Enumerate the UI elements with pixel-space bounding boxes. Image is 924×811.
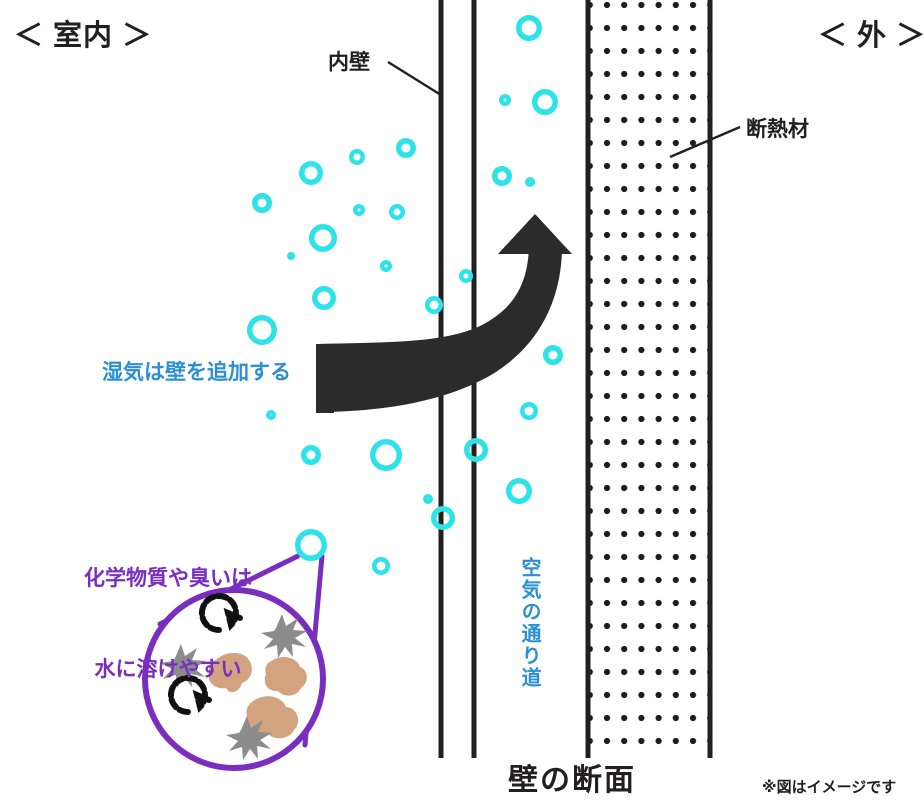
odor-blob	[264, 656, 307, 696]
airflow-arrow-head	[498, 214, 572, 254]
moisture-bubble	[299, 161, 323, 185]
insulation-leader-line	[669, 125, 741, 159]
moisture-bubble	[520, 402, 538, 420]
chemicals-annotation: 化学物質や臭いは 水に溶けやすい	[84, 503, 252, 747]
moisture-bubble	[370, 439, 402, 471]
outdoor-side-label: ＜ 外 ＞	[818, 20, 924, 52]
moisture-bubble	[266, 410, 276, 420]
moisture-bubble	[532, 89, 558, 115]
moisture-bubble	[252, 193, 272, 213]
moisture-bubble	[492, 166, 512, 186]
moisture-bubble	[396, 138, 416, 158]
moisture-bubble	[247, 315, 277, 345]
moisture-bubble	[425, 296, 443, 314]
inner-wall-leader-line	[387, 60, 442, 97]
moisture-bubble	[353, 204, 365, 216]
moisture-bubble	[506, 478, 532, 504]
moisture-bubble	[349, 149, 365, 165]
moisture-bubble	[464, 438, 488, 462]
insulation-callout-label: 断熱材	[746, 118, 809, 141]
indoor-side-label: ＜ 室内 ＞	[14, 20, 153, 52]
air-passage-label: 空気の通り道	[518, 557, 540, 689]
moisture-bubble	[295, 529, 327, 561]
moisture-bubble	[431, 506, 455, 530]
moisture-bubble	[301, 445, 321, 465]
moisture-bubble	[525, 177, 535, 187]
chemicals-annotation-line-1: 化学物質や臭いは	[84, 566, 252, 590]
moisture-bubble	[459, 269, 473, 283]
moisture-annotation: 湿気は壁を追加する	[102, 361, 291, 384]
insulation-layer	[590, 0, 708, 758]
airflow-arrow-tail	[316, 344, 334, 413]
moisture-bubble	[380, 260, 392, 272]
pollen-star	[226, 716, 272, 760]
pollen-star	[160, 644, 206, 688]
bacteria-spiral	[198, 593, 243, 633]
diagram-title: 壁の断面	[508, 764, 636, 797]
moisture-bubble	[309, 224, 337, 252]
moisture-bubble	[499, 94, 511, 106]
moisture-bubble	[389, 204, 405, 220]
pollen-star	[261, 614, 307, 658]
chemicals-annotation-line-2: 水に溶けやすい	[94, 658, 242, 682]
moisture-bubble	[312, 286, 336, 310]
moisture-bubble	[516, 15, 542, 41]
illustration-disclaimer-note: ※図はイメージです	[762, 779, 897, 796]
airflow-arrow-body	[318, 246, 562, 412]
magnifier-contents	[160, 593, 307, 760]
bacteria-spiral	[167, 675, 212, 715]
moisture-bubbles	[247, 15, 563, 575]
inner-wall-callout-label: 内壁	[328, 51, 370, 74]
moisture-bubble	[286, 252, 295, 261]
moisture-bubble	[543, 345, 563, 365]
odor-blob	[208, 652, 252, 693]
moisture-bubble	[423, 494, 433, 504]
moisture-bubble	[372, 557, 390, 575]
